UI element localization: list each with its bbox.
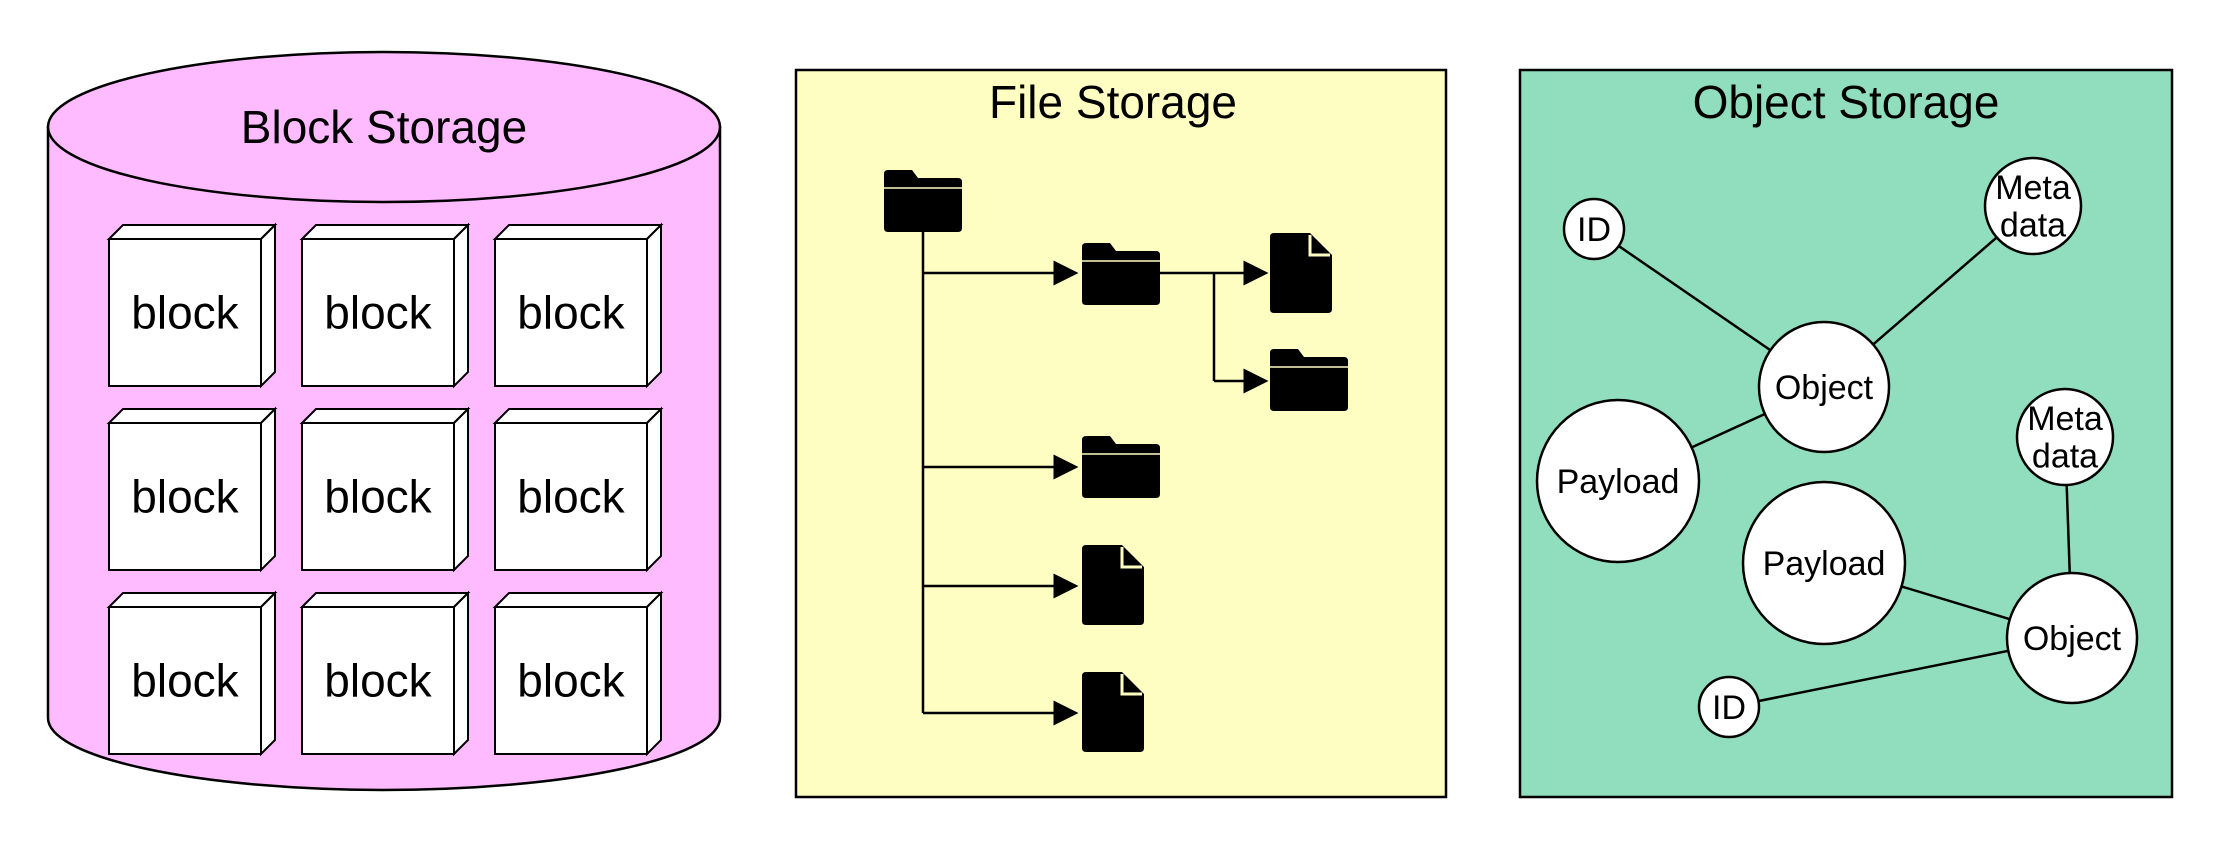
block-label: block — [324, 655, 432, 707]
block-label: block — [517, 287, 625, 339]
object-storage-panel: Object Storage IDMetadataObjectPayloadMe… — [1518, 68, 2174, 799]
file-tree — [921, 230, 1269, 726]
object-node-label: Payload — [1557, 463, 1680, 501]
block-label: block — [324, 471, 432, 523]
folder-icon — [1082, 436, 1160, 498]
object-node-label: Meta — [2027, 400, 2103, 438]
block-cube: block — [299, 590, 471, 757]
object-node-label: Object — [2023, 620, 2122, 658]
object-node-object2: Object — [2005, 571, 2139, 705]
root-folder-icon — [884, 170, 962, 232]
block-cube: block — [299, 222, 471, 389]
block-cube: block — [106, 590, 278, 757]
block-cube: block — [492, 406, 664, 573]
file-icon — [1082, 672, 1144, 752]
object-node-payload1: Payload — [1535, 398, 1701, 564]
block-label: block — [131, 287, 239, 339]
object-node-payload2: Payload — [1741, 480, 1907, 646]
file-icon — [1082, 545, 1144, 625]
block-cube: block — [492, 590, 664, 757]
block-cube: block — [106, 406, 278, 573]
block-storage-cylinder-top — [46, 50, 722, 204]
object-node-label: Object — [1775, 369, 1874, 407]
block-cube: block — [106, 222, 278, 389]
object-node-label: Meta — [1995, 169, 2071, 207]
subfolder-icon — [1082, 243, 1160, 305]
block-cube: block — [492, 222, 664, 389]
object-node-id1: ID — [1562, 197, 1626, 261]
object-nodes: IDMetadataObjectPayloadMetadataPayloadOb… — [1535, 156, 2139, 739]
block-label: block — [517, 655, 625, 707]
object-node-label: Payload — [1763, 545, 1886, 583]
block-label: block — [131, 655, 239, 707]
object-node-label: data — [2032, 438, 2098, 476]
block-label: block — [324, 287, 432, 339]
object-node-label: ID — [1712, 689, 1746, 727]
nested-folder-icon — [1270, 349, 1348, 411]
block-storage-title: Block Storage — [241, 101, 527, 153]
block-cube: block — [299, 406, 471, 573]
object-node-label: data — [2000, 207, 2066, 245]
nested-file-icon — [1270, 233, 1332, 313]
file-storage-panel: File Storage — [794, 68, 1448, 799]
block-label: block — [517, 471, 625, 523]
object-node-object1: Object — [1757, 320, 1891, 454]
object-node-label: ID — [1577, 211, 1611, 249]
object-storage-title: Object Storage — [1693, 76, 2000, 128]
file-icons — [884, 170, 1348, 752]
block-label: block — [131, 471, 239, 523]
block-grid: block block block block block block block block… — [106, 222, 664, 757]
file-storage-title: File Storage — [989, 76, 1237, 128]
object-node-id2: ID — [1697, 675, 1761, 739]
